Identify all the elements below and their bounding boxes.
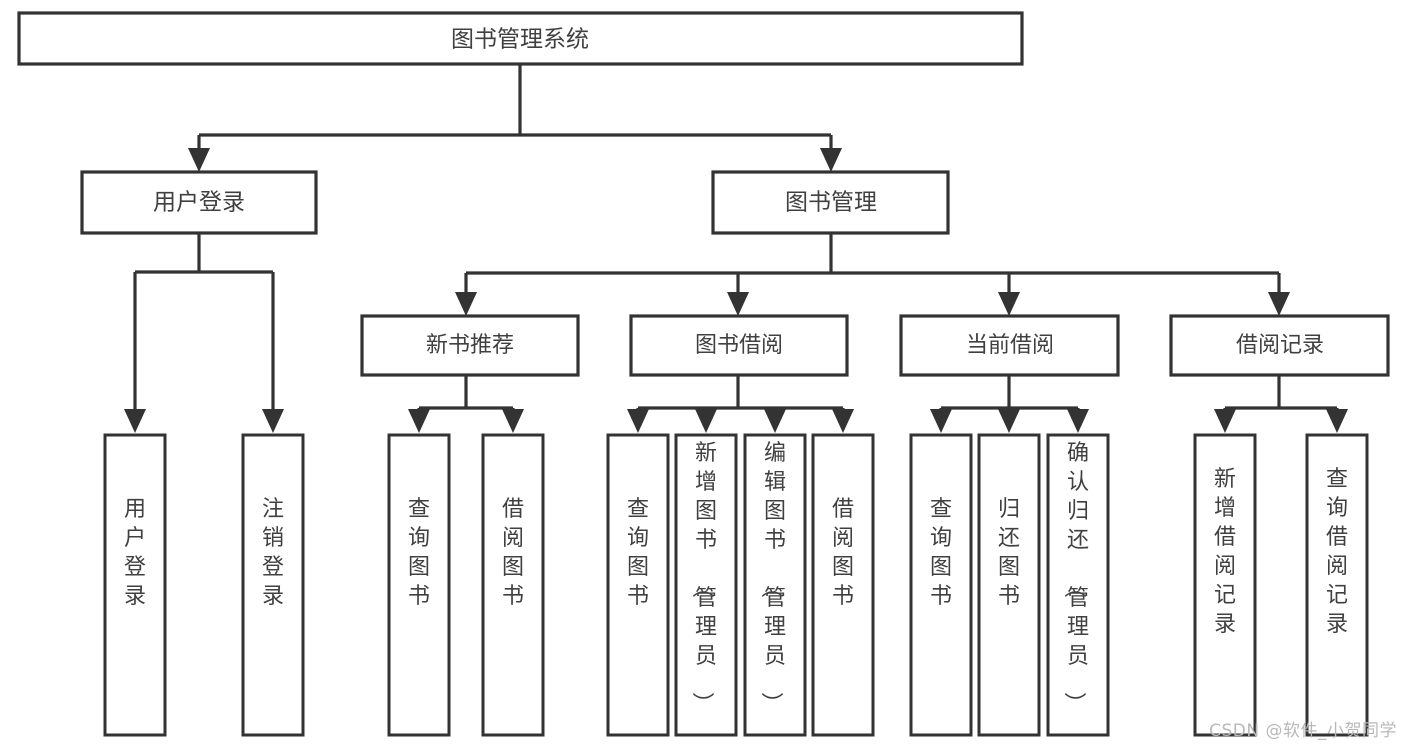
leaf-query-book-2[interactable]: 查询图书 [606, 433, 670, 737]
leaf-edit-book[interactable]: 编辑图书（管理员） [743, 433, 807, 737]
node-current-borrow-box[interactable] [899, 314, 1120, 377]
leaf-add-book[interactable]: 新增图书（管理员） [674, 433, 738, 737]
node-user-login-label: 用户登录 [153, 190, 245, 216]
leaf-borrow-book-2-box[interactable] [811, 433, 875, 737]
leaf-edit-book-label: 编辑图书（管理员） [758, 441, 786, 714]
node-root[interactable]: 图书管理系统 [17, 11, 1024, 66]
leaf-return-book[interactable]: 归还图书 [977, 433, 1041, 737]
leaf-logout-box[interactable] [241, 433, 305, 737]
leaf-add-record-box[interactable] [1193, 433, 1257, 737]
node-current-borrow-label: 当前借阅 [966, 333, 1054, 358]
arrowhead-leaf-borrow-book-2 [832, 409, 854, 433]
leaf-borrow-book-1[interactable]: 借阅图书 [481, 433, 545, 737]
node-new-book-recommend[interactable]: 新书推荐 [360, 314, 580, 377]
node-user-login-box[interactable] [80, 170, 318, 235]
arrowhead-leaf-query-book-1 [408, 409, 430, 433]
leaf-logout[interactable]: 注销登录 [241, 433, 305, 737]
connector-layer [124, 64, 1348, 433]
leaf-add-book-label: 新增图书（管理员） [689, 441, 717, 714]
leaf-add-book-box[interactable] [674, 433, 738, 737]
node-book-borrow-label: 图书借阅 [695, 333, 783, 358]
leaf-logout-label: 注销登录 [262, 497, 284, 609]
arrowhead-leaf-query-book-3 [930, 409, 952, 433]
node-book-manage[interactable]: 图书管理 [711, 170, 950, 235]
leaf-query-book-3[interactable]: 查询图书 [909, 433, 973, 737]
node-user-login[interactable]: 用户登录 [80, 170, 318, 235]
arrowhead-leaf-return-book [998, 409, 1020, 433]
node-root-label: 图书管理系统 [451, 27, 589, 53]
arrowhead-leaf-query-book-2 [627, 409, 649, 433]
leaf-confirm-return-box[interactable] [1046, 433, 1110, 737]
leaf-query-book-2-label: 查询图书 [627, 497, 649, 609]
node-book-manage-label: 图书管理 [785, 190, 877, 216]
leaf-return-book-box[interactable] [977, 433, 1041, 737]
leaf-query-book-3-box[interactable] [909, 433, 973, 737]
leaf-query-record[interactable]: 查询借阅记录 [1305, 433, 1369, 737]
leaf-borrow-book-2[interactable]: 借阅图书 [811, 433, 875, 737]
leaf-query-book-2-box[interactable] [606, 433, 670, 737]
leaf-return-book-label: 归还图书 [998, 497, 1020, 609]
leaf-query-record-box[interactable] [1305, 433, 1369, 737]
arrowhead-leaf-confirm-return [1067, 409, 1089, 433]
node-borrow-record-label: 借阅记录 [1236, 333, 1324, 358]
arrowhead-leaf-logout [262, 409, 284, 433]
leaf-user-login-label: 用户登录 [124, 497, 146, 609]
leaf-borrow-book-2-label: 借阅图书 [832, 497, 854, 609]
leaf-user-login-box[interactable] [103, 433, 167, 737]
arrowhead-book-manage [820, 148, 842, 172]
arrowhead-borrow-record [1268, 292, 1290, 316]
node-borrow-record[interactable]: 借阅记录 [1169, 314, 1390, 377]
leaf-add-record-label: 新增借阅记录 [1214, 467, 1236, 637]
node-borrow-record-box[interactable] [1169, 314, 1390, 377]
leaf-confirm-return-label: 确认归还（管理员） [1061, 441, 1089, 714]
node-book-borrow[interactable]: 图书借阅 [629, 314, 849, 377]
node-current-borrow[interactable]: 当前借阅 [899, 314, 1120, 377]
node-new-book-recommend-box[interactable] [360, 314, 580, 377]
arrowhead-leaf-query-record [1326, 409, 1348, 433]
leaf-borrow-book-1-label: 借阅图书 [502, 497, 524, 609]
node-book-manage-box[interactable] [711, 170, 950, 235]
leaf-query-record-label: 查询借阅记录 [1326, 467, 1348, 637]
leaf-query-book-1-box[interactable] [387, 433, 451, 737]
node-new-book-recommend-label: 新书推荐 [426, 333, 514, 358]
leaf-edit-book-box[interactable] [743, 433, 807, 737]
arrowhead-current-borrow [998, 292, 1020, 316]
node-root-box[interactable] [17, 11, 1024, 66]
arrowhead-new-book-recommend [455, 292, 477, 316]
arrowhead-leaf-edit-book [764, 409, 786, 433]
leaf-query-book-3-label: 查询图书 [930, 497, 952, 609]
leaf-confirm-return[interactable]: 确认归还（管理员） [1046, 433, 1110, 737]
arrowhead-book-borrow [727, 292, 749, 316]
leaf-borrow-book-1-box[interactable] [481, 433, 545, 737]
arrowhead-user-login [188, 148, 210, 172]
leaf-add-record[interactable]: 新增借阅记录 [1193, 433, 1257, 737]
leaf-query-book-1-label: 查询图书 [408, 497, 430, 609]
arrowhead-leaf-borrow-book-1 [502, 409, 524, 433]
arrowhead-leaf-add-record [1214, 409, 1236, 433]
leaf-user-login[interactable]: 用户登录 [103, 433, 167, 737]
node-book-borrow-box[interactable] [629, 314, 849, 377]
arrowhead-leaf-user-login [124, 409, 146, 433]
arrowhead-leaf-add-book [695, 409, 717, 433]
leaf-query-book-1[interactable]: 查询图书 [387, 433, 451, 737]
